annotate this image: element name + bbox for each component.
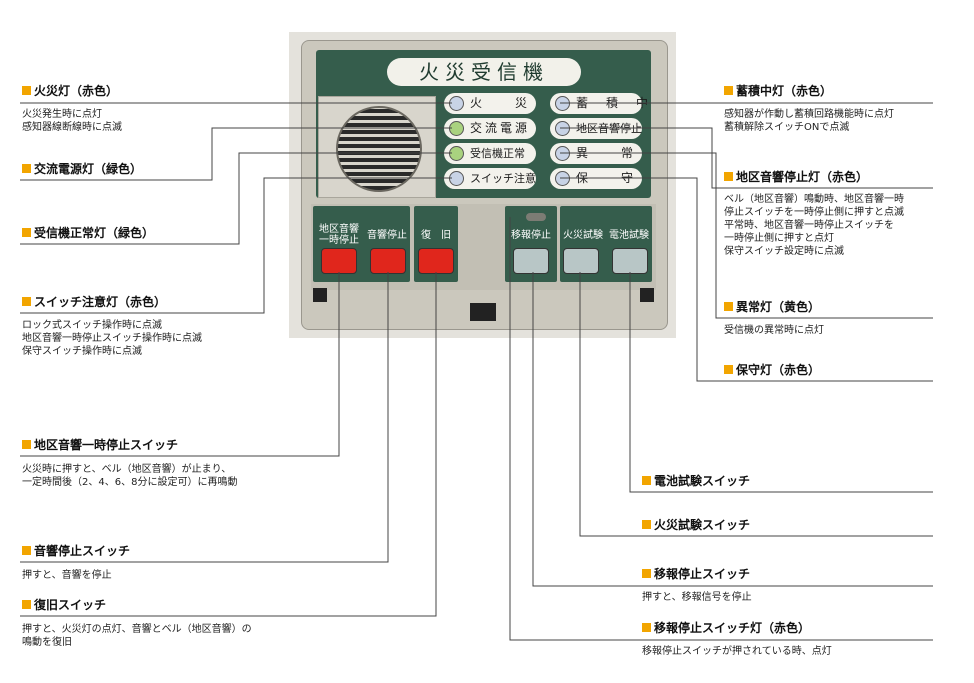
marker-square-icon [22, 86, 31, 95]
marker-square-icon [724, 172, 733, 181]
sound-stop-switch-title: 音響停止スイッチ [22, 542, 130, 559]
accum-lamp-title: 蓄積中灯（赤色） [724, 82, 832, 99]
marker-square-icon [724, 365, 733, 374]
fault-lamp-desc: 受信機の異常時に点灯 [724, 325, 824, 336]
fire-test-title: 火災試験スイッチ [642, 516, 750, 533]
transfer-stop-title: 移報停止スイッチ [642, 565, 750, 582]
line-transfer-stop [532, 272, 933, 587]
marker-square-icon [642, 569, 651, 578]
reset-switch-desc: 押すと、火災灯の点灯、音響とベル（地区音響）の 鳴動を復旧 [22, 624, 252, 648]
area-stop-lamp-title: 地区音響停止灯（赤色） [724, 168, 868, 185]
marker-square-icon [22, 164, 31, 173]
area-stop-switch-title: 地区音響一時停止スイッチ [22, 436, 178, 453]
transfer-lamp-title: 移報停止スイッチ灯（赤色） [642, 619, 810, 636]
line-ac-lamp [20, 127, 452, 181]
marker-square-icon [22, 600, 31, 609]
line-area-stop-switch [20, 272, 340, 457]
line-battery-test [629, 272, 933, 493]
reset-button[interactable] [418, 248, 454, 274]
maint-lamp-title: 保守灯（赤色） [724, 361, 820, 378]
transfer-stop-label: 移報停止 [511, 230, 551, 241]
lamp-fire: 火 災 [444, 93, 536, 114]
switch-lamp-desc: ロック式スイッチ操作時に点滅 地区音響一時停止スイッチ操作時に点滅 保守スイッチ… [22, 320, 202, 357]
marker-square-icon [724, 302, 733, 311]
line-transfer-lamp [509, 217, 933, 641]
sound-stop-switch-desc: 押すと、音響を停止 [22, 570, 112, 581]
fire-test-label: 火災試験 [563, 230, 603, 241]
line-switch-lamp [20, 177, 452, 314]
transfer-lamp-desc: 移報停止スイッチが押されている時、点灯 [642, 646, 832, 657]
line-maint-lamp [560, 177, 933, 382]
lamp-switch-caution: スイッチ注意 [444, 168, 536, 189]
sound-stop-label: 音響停止 [367, 230, 407, 241]
ac-lamp-title: 交流電源灯（緑色） [22, 160, 142, 177]
transfer-stop-button[interactable] [513, 248, 549, 274]
line-fault-lamp [560, 152, 933, 319]
lamp-ac-power: 交流電源 [444, 118, 536, 139]
accum-lamp-desc: 感知器が作動し蓄積回路機能時に点灯 蓄積解除スイッチONで点滅 [724, 109, 894, 133]
fire-lamp-desc: 火災発生時に点灯 感知器線断線時に点滅 [22, 109, 122, 133]
marker-square-icon [22, 546, 31, 555]
reset-label: 復 旧 [421, 230, 451, 241]
switch-lamp-title: スイッチ注意灯（赤色） [22, 293, 166, 310]
normal-lamp-title: 受信機正常灯（緑色） [22, 224, 154, 241]
marker-square-icon [642, 520, 651, 529]
lamp-receiver-normal: 受信機正常 [444, 143, 536, 164]
marker-square-icon [22, 440, 31, 449]
fault-lamp-title: 異常灯（黄色） [724, 298, 820, 315]
battery-test-label: 電池試験 [609, 230, 649, 241]
line-fire-test [579, 272, 933, 537]
area-stop-lamp-desc: ベル（地区音響）鳴動時、地区音響一時 停止スイッチを一時停止側に押すと点滅 平常… [724, 194, 904, 257]
fire-lamp-title: 火災灯（赤色） [22, 82, 118, 99]
transfer-stop-led [526, 213, 546, 221]
area-stop-switch-desc: 火災時に押すと、ベル（地区音響）が止まり、 一定時間後（2、4、6、8分に設定可… [22, 464, 238, 488]
device-title: 火災受信機 [387, 58, 581, 86]
fire-test-button[interactable] [563, 248, 599, 274]
marker-square-icon [642, 476, 651, 485]
transfer-stop-desc: 押すと、移報信号を停止 [642, 592, 752, 603]
line-reset-switch [20, 272, 437, 617]
mount-foot-left [313, 288, 327, 302]
mount-foot-right [640, 288, 654, 302]
line-area-stop-lamp [560, 127, 933, 189]
marker-square-icon [22, 228, 31, 237]
marker-square-icon [724, 86, 733, 95]
area-sound-stop-button[interactable] [321, 248, 357, 274]
line-normal-lamp [20, 152, 452, 245]
battery-test-title: 電池試験スイッチ [642, 472, 750, 489]
marker-square-icon [642, 623, 651, 632]
marker-square-icon [22, 297, 31, 306]
key-slot [470, 303, 496, 321]
area-sound-stop-label: 地区音響 一時停止 [319, 224, 359, 246]
line-sound-stop-switch [20, 272, 389, 563]
reset-switch-title: 復旧スイッチ [22, 596, 106, 613]
